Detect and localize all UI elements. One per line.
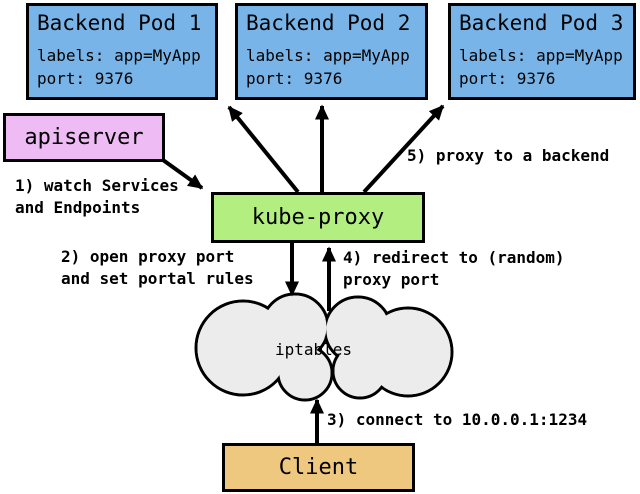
backend-pod-1-box: Backend Pod 1 labels: app=MyApp port: 93… [26, 3, 218, 100]
iptables-label: iptables [275, 340, 353, 359]
backend-pod-3-box: Backend Pod 3 labels: app=MyApp port: 93… [448, 3, 636, 100]
apiserver-box: apiserver [3, 113, 165, 162]
pod-1-port: port: 9376 [37, 69, 134, 88]
client-box: Client [222, 443, 415, 492]
arrow-kubeproxy-to-pod1 [227, 105, 300, 194]
kube-proxy-label: kube-proxy [251, 205, 385, 230]
pod-2-title: Backend Pod 2 [246, 11, 411, 35]
annotation-step4: 4) redirect to (random) proxy port [343, 248, 565, 289]
annotation-step3: 3) connect to 10.0.0.1:1234 [327, 410, 588, 429]
annotation-step1: 1) watch Services and Endpoints [15, 176, 179, 217]
pod-1-labels: labels: app=MyApp [37, 46, 201, 65]
apiserver-label: apiserver [24, 125, 144, 150]
annotation-step5: 5) proxy to a backend [407, 146, 610, 165]
pod-2-labels: labels: app=MyApp [246, 46, 410, 65]
annotation-step2: 2) open proxy port and set portal rules [61, 247, 254, 288]
pod-2-port: port: 9376 [246, 69, 343, 88]
pod-3-title: Backend Pod 3 [459, 11, 624, 35]
arrow-apiserver-to-kubeproxy [161, 158, 204, 190]
kube-proxy-box: kube-proxy [211, 192, 425, 243]
backend-pod-2-box: Backend Pod 2 labels: app=MyApp port: 93… [235, 3, 428, 100]
pod-3-labels: labels: app=MyApp [459, 46, 623, 65]
arrow-kubeproxy-to-pod3 [362, 104, 445, 194]
client-label: Client [278, 455, 359, 480]
pod-1-title: Backend Pod 1 [37, 11, 202, 35]
iptables-cloud [194, 292, 454, 402]
pod-3-port: port: 9376 [459, 69, 556, 88]
